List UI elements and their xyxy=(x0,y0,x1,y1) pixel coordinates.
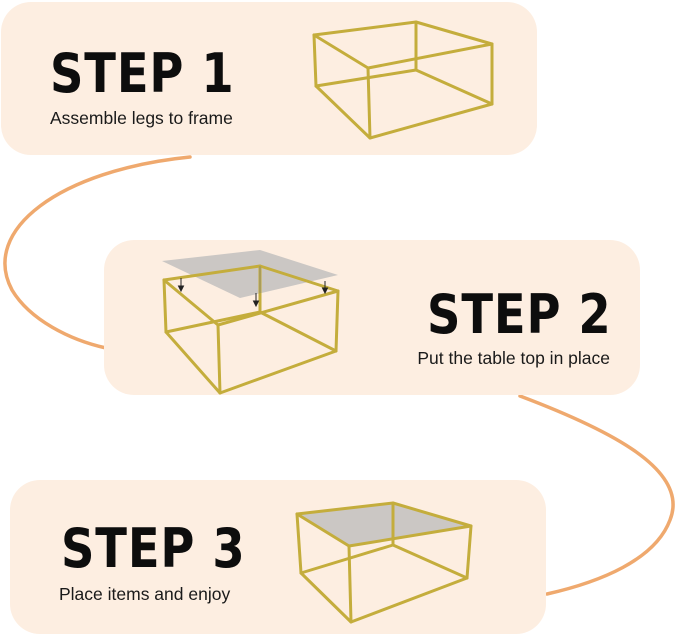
assembled-table-icon xyxy=(295,501,473,624)
step-2-card: STEP 2 Put the table top in place xyxy=(104,240,640,395)
down-arrow-icons xyxy=(177,278,329,308)
step-3-title: STEP 3 xyxy=(61,517,246,580)
step-1-title: STEP 1 xyxy=(50,42,235,105)
step-3-card: STEP 3 Place items and enjoy xyxy=(10,480,546,634)
step-3-description: Place items and enjoy xyxy=(59,584,231,604)
step-1-description: Assemble legs to frame xyxy=(50,108,233,128)
table-frame-icon xyxy=(312,20,494,140)
step-2-title: STEP 2 xyxy=(427,283,612,346)
step-2-description: Put the table top in place xyxy=(417,348,610,368)
table-top-placement-icon xyxy=(162,250,340,395)
step-1-card: STEP 1 Assemble legs to frame xyxy=(1,2,537,155)
